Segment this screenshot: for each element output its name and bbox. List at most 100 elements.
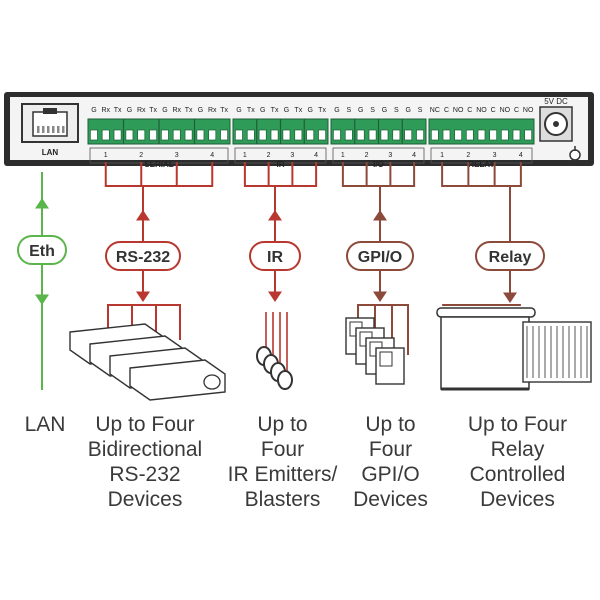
- lan-contact: [42, 126, 45, 133]
- pin-label: Tx: [247, 107, 255, 114]
- pin-label: Tx: [318, 107, 326, 114]
- port-number: 3: [290, 152, 294, 159]
- pin-label: S: [418, 107, 423, 114]
- pin-label: G: [405, 107, 410, 114]
- eth-badge-label: Eth: [29, 243, 55, 260]
- terminal-screw: [306, 129, 315, 141]
- rs232-badge-label: RS-232: [116, 249, 170, 266]
- gpio-badge-label: GPI/O: [358, 249, 402, 266]
- gpio-caption-line: Devices: [353, 488, 428, 511]
- rs232-bus: [104, 162, 214, 187]
- gpio-arrow-down: [373, 291, 387, 302]
- pin-label: NC: [430, 107, 440, 114]
- port-number: 4: [314, 152, 318, 159]
- group-bracket: [89, 147, 229, 164]
- pin-label: Tx: [271, 107, 279, 114]
- terminal-screw: [125, 129, 134, 141]
- terminal-screw: [416, 129, 424, 141]
- pin-label: G: [382, 107, 387, 114]
- projector-icon: [129, 359, 226, 401]
- pin-label: Tx: [220, 107, 228, 114]
- group-name: SERIAL: [144, 160, 173, 169]
- ir-caption-line: Up to: [257, 413, 308, 436]
- rs232-caption-line: Up to Four: [95, 413, 195, 436]
- gpio-badge: [346, 241, 414, 271]
- gpio-caption-line: GPI/O: [361, 463, 420, 486]
- terminal-screw: [101, 129, 110, 141]
- rs232-caption: Up to Four Bidirectional RS-232 Devices: [70, 412, 220, 512]
- pin-label: NO: [523, 107, 534, 114]
- pin-label: G: [260, 107, 265, 114]
- terminal-screw: [196, 129, 205, 141]
- terminal-screw: [333, 129, 341, 141]
- pin-label: Tx: [185, 107, 193, 114]
- lan-arrow-down: [35, 294, 49, 305]
- ir-badge-label: IR: [267, 249, 283, 266]
- terminal-screw: [184, 129, 193, 141]
- pin-label: G: [162, 107, 167, 114]
- port-number: 4: [412, 152, 416, 159]
- pin-label: G: [358, 107, 363, 114]
- terminal-screw: [294, 129, 303, 141]
- eth-badge: [17, 235, 67, 265]
- lan-arrow-up: [35, 198, 49, 209]
- gpio-device-screen: [379, 351, 393, 367]
- pin-label: Rx: [208, 107, 217, 114]
- terminal-screw: [430, 129, 439, 141]
- relay-caption-line: Controlled: [469, 463, 566, 486]
- port-number: 2: [466, 152, 470, 159]
- rs232-arrow-down: [136, 291, 150, 302]
- power-jack-pin: [553, 121, 559, 127]
- screen-roller: [436, 307, 536, 318]
- terminal-screw: [235, 129, 243, 141]
- terminal-screw: [137, 129, 146, 141]
- port-number: 2: [365, 152, 369, 159]
- terminal-screw: [172, 129, 181, 141]
- terminal-screw: [477, 129, 486, 141]
- pin-label: C: [514, 107, 519, 114]
- terminal-screw: [489, 129, 498, 141]
- ir-caption-line: IR Emitters/: [227, 463, 338, 486]
- terminal-screw: [465, 129, 474, 141]
- gpio-fan: [357, 304, 409, 355]
- port-number: 4: [210, 152, 214, 159]
- ir-caption-line: Four: [260, 438, 305, 461]
- pin-label: C: [491, 107, 496, 114]
- group-name: RELAY: [468, 160, 495, 169]
- terminal-screw: [258, 129, 267, 141]
- lan-contact: [52, 126, 55, 133]
- terminal-screw: [282, 129, 291, 141]
- pin-label: S: [346, 107, 351, 114]
- terminal-screw: [392, 129, 401, 141]
- lan-caption: LAN: [10, 412, 80, 437]
- power-label: 5V DC: [544, 97, 568, 106]
- lan-jack-clip: [43, 108, 57, 114]
- terminal-screw: [500, 129, 509, 141]
- rs232-fan: [107, 304, 181, 340]
- pin-label: C: [444, 107, 449, 114]
- lan-contact: [47, 126, 50, 133]
- relay-bus: [441, 162, 522, 187]
- port-number: 4: [519, 152, 523, 159]
- ir-caption: Up to Four IR Emitters/ Blasters: [215, 412, 350, 512]
- pin-label: G: [334, 107, 339, 114]
- lan-contact: [62, 126, 65, 133]
- terminal-screw: [512, 129, 521, 141]
- ir-arrow-up: [268, 210, 282, 221]
- group-bracket: [234, 147, 327, 164]
- lan-contact: [37, 126, 40, 133]
- gpio-caption-line: Up to: [365, 413, 416, 436]
- terminal-screw: [404, 129, 413, 141]
- pin-label: G: [307, 107, 312, 114]
- relay-caption-line: Up to Four: [467, 413, 568, 436]
- ir-arrow-down: [268, 291, 282, 302]
- port-number: 2: [139, 152, 143, 159]
- port-number: 1: [243, 152, 247, 159]
- terminal-screw: [149, 129, 157, 141]
- ir-caption-line: Blasters: [244, 488, 321, 511]
- pin-label: G: [236, 107, 241, 114]
- pin-label: NO: [453, 107, 464, 114]
- port-number: 2: [267, 152, 271, 159]
- pin-label: S: [394, 107, 399, 114]
